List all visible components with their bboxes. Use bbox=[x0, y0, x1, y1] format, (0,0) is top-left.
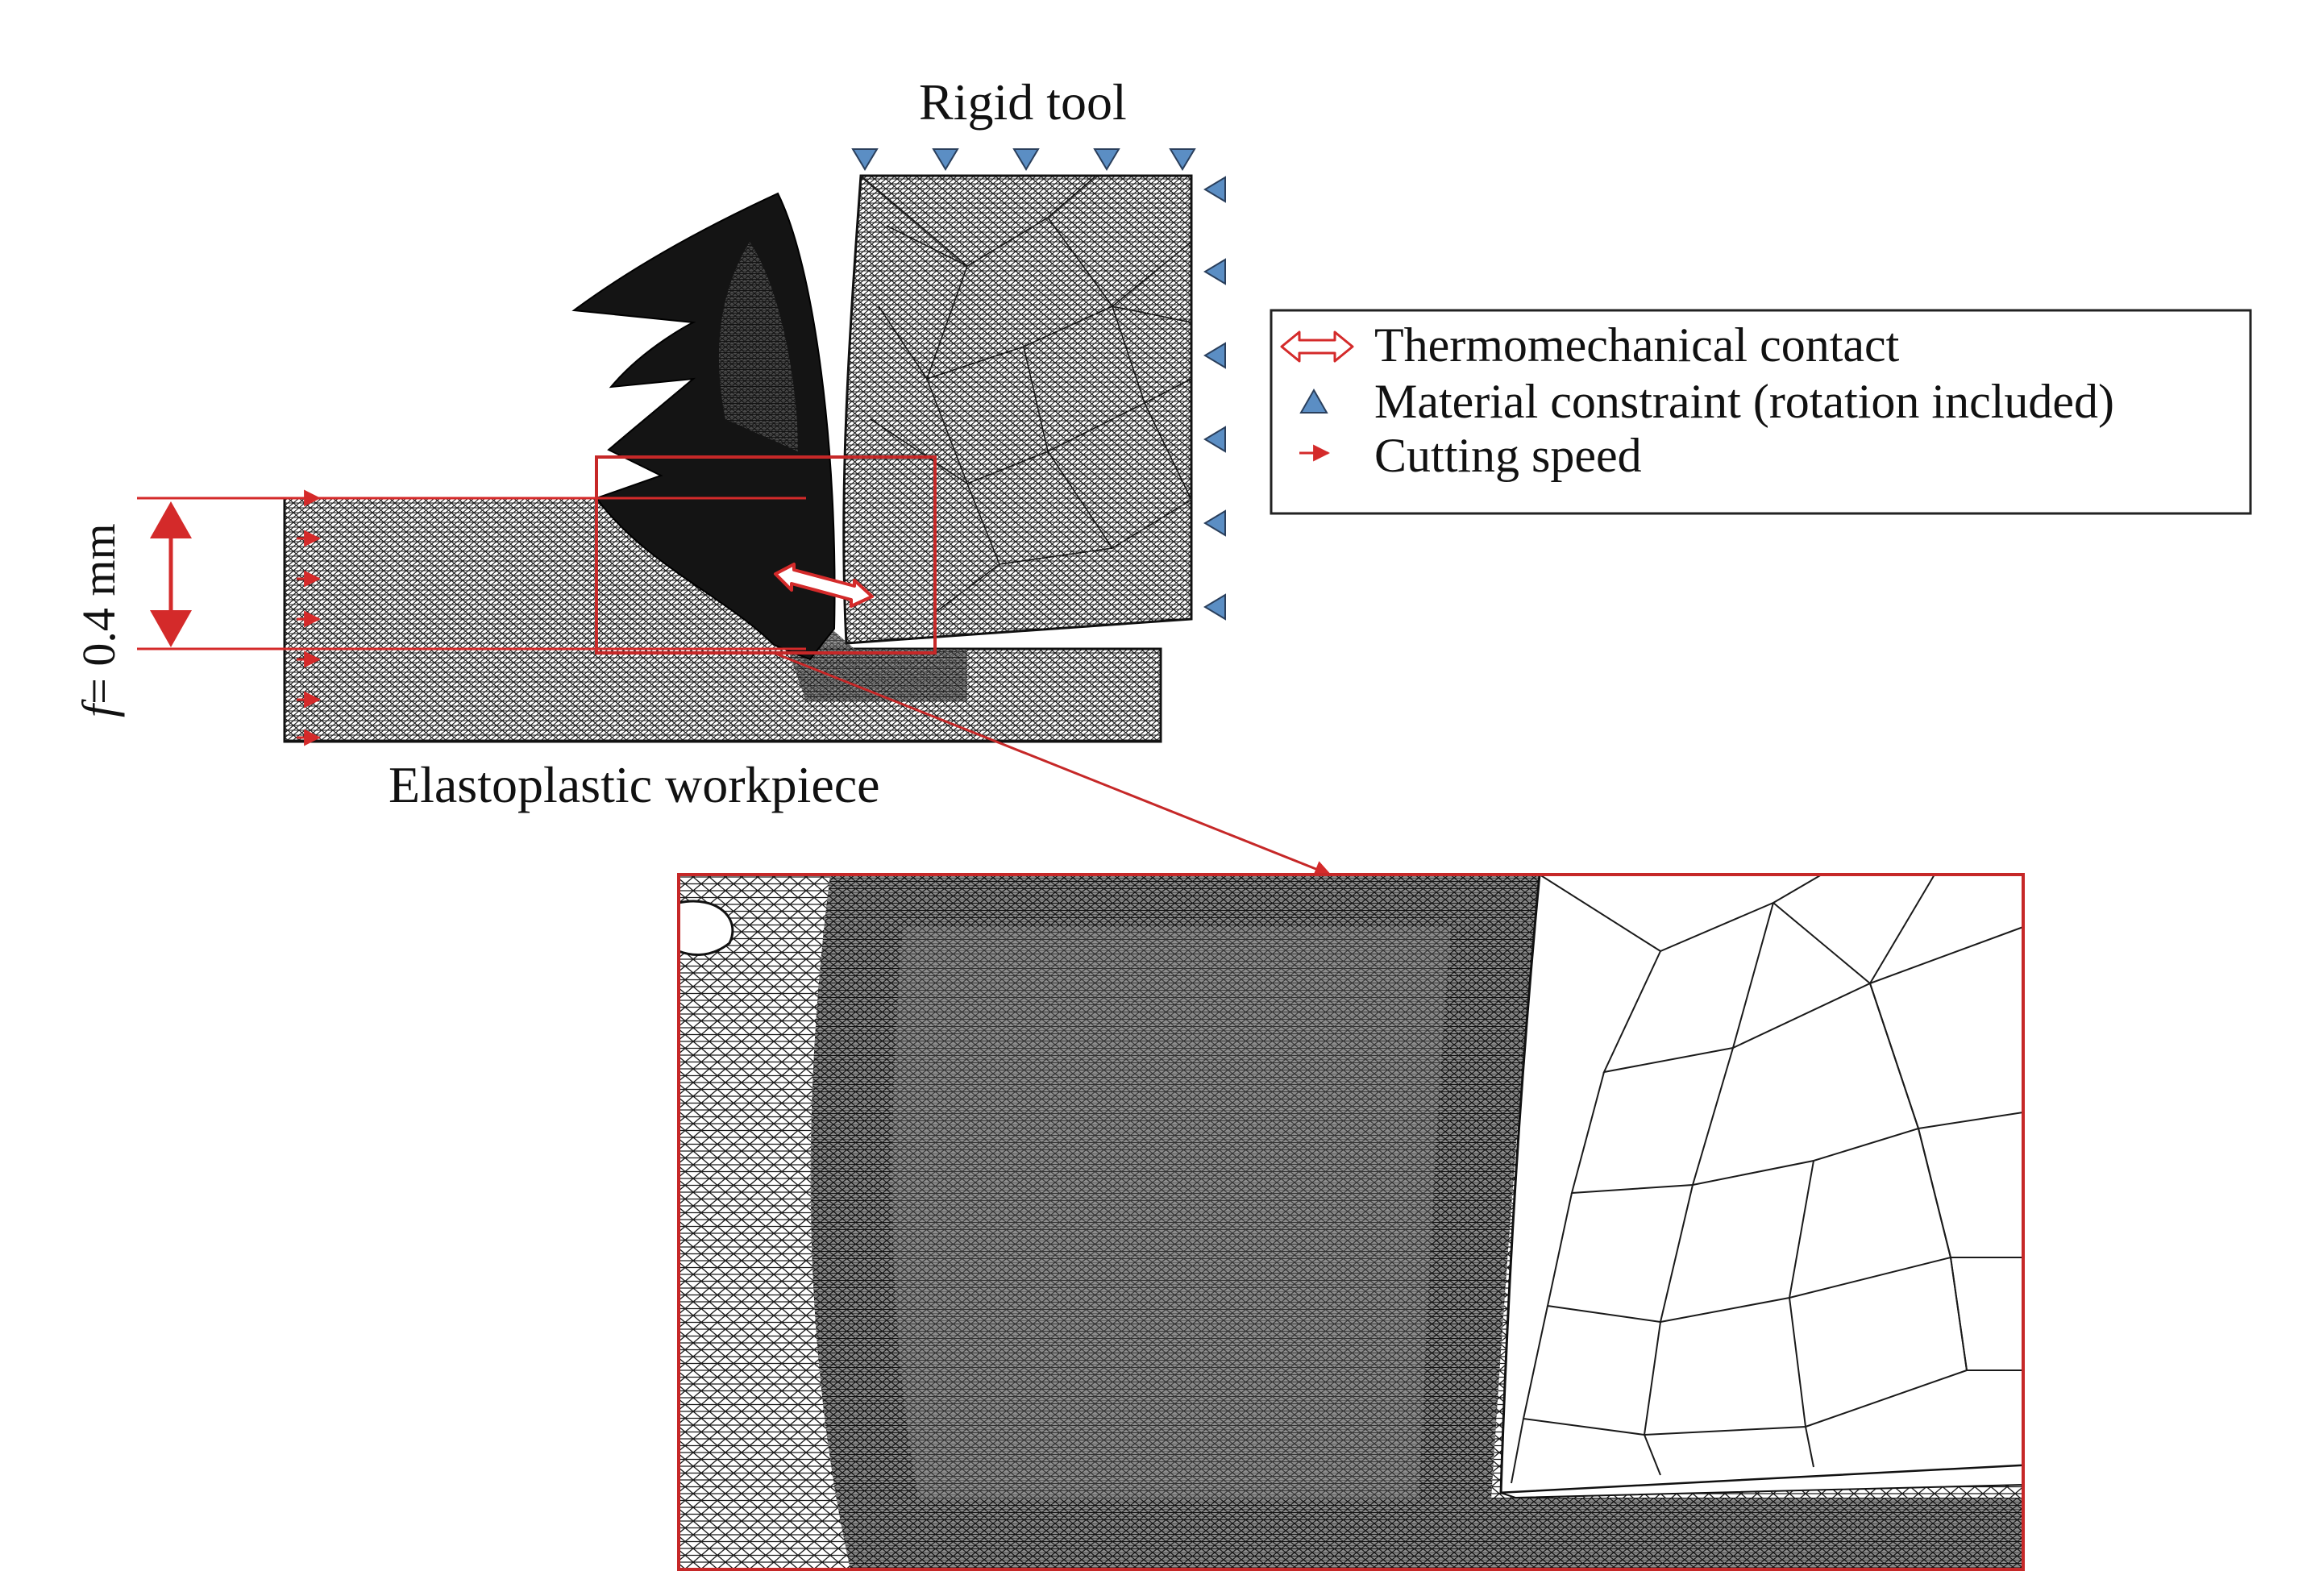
zoom-chip-curl bbox=[679, 900, 734, 956]
zoom-view bbox=[677, 873, 2025, 1571]
legend-item-constraint: Material constraint (rotation included) bbox=[1299, 375, 2114, 428]
feed-dimension bbox=[137, 497, 806, 650]
chip-inner-shade bbox=[718, 242, 798, 451]
contact-double-arrow bbox=[774, 563, 874, 608]
tool-mesh-lines bbox=[860, 175, 1193, 613]
feed-label: f= 0.4 mm bbox=[73, 523, 125, 717]
side-constraint-markers bbox=[1203, 176, 1226, 621]
triangle-icon bbox=[1299, 388, 1328, 414]
legend-item-contact: Thermomechanical contact bbox=[1280, 318, 1900, 372]
tool-label: Rigid tool bbox=[919, 73, 1127, 131]
legend: Thermomechanical contact Material constr… bbox=[1270, 309, 2252, 515]
zoom-connector bbox=[773, 651, 1332, 877]
zoom-region-box bbox=[595, 455, 937, 655]
cutting-speed-markers bbox=[297, 489, 322, 746]
zoom-clearance-gap bbox=[1500, 1464, 2023, 1499]
legend-label-constraint: Material constraint (rotation included) bbox=[1374, 375, 2114, 428]
zoom-machined-surface bbox=[1487, 1498, 2023, 1569]
tool-mesh bbox=[842, 174, 1193, 645]
legend-label-speed: Cutting speed bbox=[1374, 429, 1642, 482]
feed-value: = 0.4 mm bbox=[73, 523, 125, 704]
workpiece-label: Elastoplastic workpiece bbox=[389, 756, 880, 813]
overview-mesh bbox=[283, 148, 1332, 877]
double-arrow-icon bbox=[1280, 330, 1354, 363]
zoom-shear-zone bbox=[810, 875, 1540, 1569]
zoom-tool-mesh bbox=[1499, 875, 2023, 1494]
zoom-frame bbox=[677, 873, 2025, 1571]
legend-item-speed: Cutting speed bbox=[1299, 429, 1642, 482]
zoom-tool-mesh-lines bbox=[1511, 875, 2023, 1484]
zoom-shear-zone-lighter bbox=[891, 927, 1451, 1499]
legend-box bbox=[1270, 309, 2252, 515]
top-constraint-markers bbox=[851, 148, 1196, 171]
legend-label-contact: Thermomechanical contact bbox=[1374, 318, 1900, 372]
